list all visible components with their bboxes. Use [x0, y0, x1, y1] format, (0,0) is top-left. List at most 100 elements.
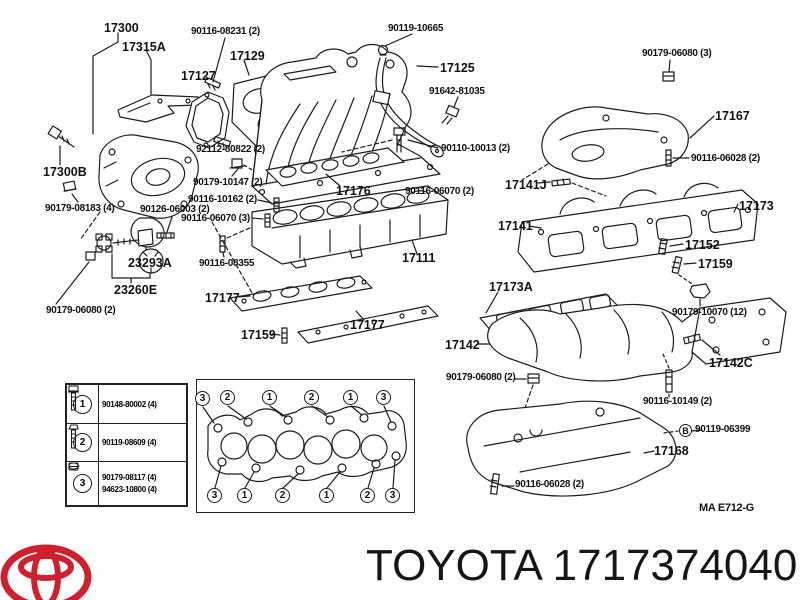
part-label-90116-06070-3: 90116-06070 (3)	[181, 213, 250, 224]
b-marker-badge: B	[679, 424, 692, 437]
callout-bottom-3: 2	[275, 488, 290, 503]
stud-17141J-drawing	[537, 178, 607, 197]
clip-icon	[68, 462, 80, 470]
toyota-logo	[0, 544, 92, 600]
part-label-90179-06080-3: 90179-06080 (3)	[642, 48, 712, 59]
lower-intake-manifold-drawing	[251, 185, 449, 269]
stud-90116-06028-bottom-drawing	[489, 473, 515, 495]
stud-17159-right-drawing	[671, 255, 711, 307]
part-label-90179-06080-bottom: 90179-06080 (2)	[446, 372, 516, 383]
vacuum-hose-17125-drawing	[372, 33, 444, 158]
part-label-17142: 17142	[445, 338, 480, 352]
callout-bottom-2: 1	[237, 488, 252, 503]
legend-part-number: 90119-08609 (4)	[102, 438, 157, 447]
bolt-91642-81035-drawing	[441, 96, 460, 125]
bolt-90110-10013-drawing	[341, 127, 439, 153]
part-label-17141: 17141	[498, 219, 533, 233]
stud-17159-left-drawing	[271, 327, 288, 344]
part-label-17141J: 17141J	[505, 178, 547, 192]
callout-top-4: 2	[304, 390, 319, 405]
callout-top-3: 1	[262, 390, 277, 405]
bolt-17142C-drawing	[682, 333, 721, 356]
legend-part-number: 90148-80002 (4)	[102, 399, 157, 409]
stud-90126-06003-drawing	[156, 232, 175, 239]
throttle-body-drawing	[98, 134, 199, 274]
gasket-17127-drawing	[185, 91, 230, 149]
legend-row-2: 2 90119-08609 (4)	[67, 424, 186, 462]
bolt-icon	[68, 424, 79, 449]
part-label-17159-right: 17159	[698, 257, 733, 271]
nut-90179-06080-3-drawing	[662, 59, 675, 82]
stud-90116-06070-3-drawing	[251, 213, 271, 228]
callout-top-5: 1	[343, 390, 358, 405]
callout-top-6: 3	[376, 390, 391, 405]
fastener-legend-table: 1 90148-80002 (4) 2 90119-08609 (4)	[65, 383, 188, 507]
heat-shield-17168-drawing	[466, 400, 703, 497]
part-label-17111: 17111	[402, 251, 436, 265]
stud-90116-08355-drawing	[219, 226, 253, 258]
gasket-17176-drawing	[265, 147, 405, 187]
part-label-90119-10665: 90119-10665	[388, 23, 444, 34]
part-label-90116-06028-upper: 90116-06028 (2)	[691, 153, 760, 164]
part-label-17315A: 17315A	[122, 40, 166, 54]
part-label-90110-10013: 90110-10013 (2)	[441, 143, 510, 154]
footer-part-code: TOYOTA 1717374040	[366, 541, 798, 590]
legend-row-3: 3 90179-08117 (4) 94623-10800 (4)	[67, 462, 186, 505]
legend-part-number: 94623-10800 (4)	[102, 485, 157, 494]
exhaust-manifold-17142-drawing	[477, 297, 787, 382]
part-label-17152: 17152	[685, 238, 720, 252]
callout-top-2: 2	[220, 390, 235, 405]
part-label-90116-10149: 90116-10149 (2)	[643, 396, 712, 407]
part-label-90126-06003: 90126-06003 (2)	[140, 204, 210, 215]
callout-top-1: 3	[195, 391, 210, 406]
part-label-17177-lower: 17177	[350, 318, 385, 332]
part-label-92112-80822: 92112-80822 (2)	[196, 144, 265, 155]
callout-bottom-5: 2	[360, 488, 375, 503]
part-label-17142C: 17142C	[709, 356, 753, 370]
stud-17152-drawing	[658, 237, 684, 255]
callout-bottom-6: 3	[385, 488, 400, 503]
exhaust-manifold-17141-drawing	[517, 182, 759, 273]
legend-num-1: 1	[73, 394, 92, 414]
nut-90179-08183-drawing	[62, 180, 77, 192]
part-label-23293A: 23293A	[128, 256, 172, 270]
sensor-23293A-drawing	[95, 228, 154, 253]
part-label-90116-08231: 90116-08231 (2)	[191, 26, 260, 37]
part-label-17129: 17129	[230, 49, 265, 63]
legend-row-1: 1 90148-80002 (4)	[67, 385, 186, 424]
part-label-17167: 17167	[715, 109, 750, 123]
legend-part-number: 90179-08117 (4)	[102, 473, 157, 482]
bracket-17315A-drawing	[117, 94, 201, 123]
legend-num-3: 3	[73, 474, 92, 493]
part-label-17168: 17168	[654, 444, 689, 458]
part-label-17173A: 17173A	[489, 280, 533, 294]
part-label-17176: 17176	[336, 184, 371, 198]
part-label-90179-06080-left: 90179-06080 (2)	[46, 305, 116, 316]
stud-90116-10149-drawing	[662, 353, 673, 398]
part-label-90179-10070: 90179-10070 (12)	[672, 307, 747, 318]
part-label-91642-81035: 91642-81035	[429, 86, 485, 97]
gasket-17177-lower-drawing	[297, 305, 439, 344]
part-label-90116-10162: 90116-10162 (2)	[188, 194, 257, 205]
part-label-90116-08355: 90116-08355	[199, 258, 255, 269]
part-label-90119-06399: 90119-06399	[695, 424, 751, 435]
part-label-17300B: 17300B	[43, 165, 87, 179]
part-label-17177-upper: 17177	[205, 291, 240, 305]
stud-90116-06028-upper-drawing	[665, 149, 690, 167]
part-label-90116-06028-bottom: 90116-06028 (2)	[515, 479, 584, 490]
bolt-position-panel	[196, 379, 415, 513]
part-label-17127: 17127	[181, 69, 216, 83]
bolt-17300B-drawing	[47, 125, 75, 148]
callout-bottom-4: 1	[319, 488, 334, 503]
heat-shield-17167-drawing	[521, 106, 715, 181]
part-label-17300: 17300	[104, 21, 139, 35]
part-label-17125: 17125	[440, 61, 475, 75]
part-label-17173: 17173	[739, 199, 774, 213]
part-label-90179-10147: 90179-10147 (2)	[193, 177, 263, 188]
gasket-17177-upper-drawing	[229, 275, 373, 312]
stud-92112-80822-drawing	[213, 136, 232, 149]
part-label-23260E: 23260E	[114, 283, 158, 297]
part-label-17159-left: 17159	[241, 328, 276, 342]
